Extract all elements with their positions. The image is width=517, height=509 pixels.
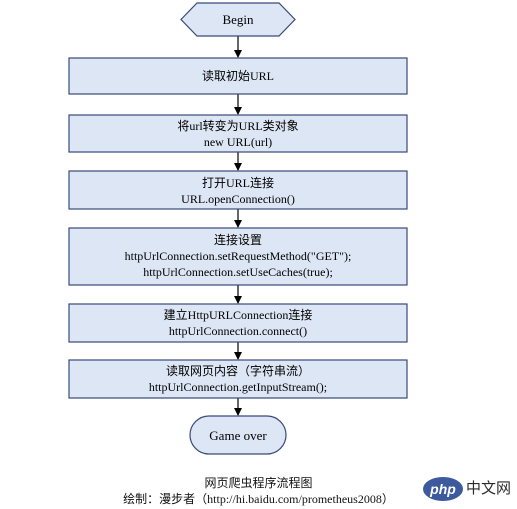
step-5-line-1: 建立HttpURLConnection连接 bbox=[164, 307, 313, 322]
process-step-5: 建立HttpURLConnection连接 httpUrlConnection.… bbox=[68, 303, 408, 343]
step-4-line-1: 连接设置 bbox=[214, 232, 262, 247]
process-step-6: 读取网页内容（字符串流） httpUrlConnection.getInputS… bbox=[68, 359, 408, 399]
step-2-line-1: 将url转变为URL类对象 bbox=[177, 118, 298, 133]
step-2-line-2: new URL(url) bbox=[204, 135, 272, 149]
php-site-badge: php 中文网 bbox=[423, 477, 511, 503]
step-3-line-2: URL.openConnection() bbox=[181, 192, 295, 206]
step-1-line-1: 读取初始URL bbox=[202, 69, 274, 83]
step-6-line-2: httpUrlConnection.getInputStream(); bbox=[149, 380, 327, 394]
start-label: Begin bbox=[222, 12, 254, 27]
step-4-line-3: httpUrlConnection.setUseCaches(true); bbox=[143, 265, 333, 279]
diagram-caption-author: 绘制：漫步者（http://hi.baidu.com/prometheus200… bbox=[123, 492, 394, 506]
step-3-line-1: 打开URL连接 bbox=[202, 175, 274, 190]
process-step-4: 连接设置 httpUrlConnection.setRequestMethod(… bbox=[68, 227, 408, 286]
process-step-2: 将url转变为URL类对象 new URL(url) bbox=[68, 114, 408, 153]
php-logo: php bbox=[423, 477, 463, 501]
step-6-line-1: 读取网页内容（字符串流） bbox=[166, 363, 310, 378]
end-node: Game over bbox=[189, 415, 287, 455]
step-5-line-2: httpUrlConnection.connect() bbox=[169, 324, 307, 338]
step-4-line-2: httpUrlConnection.setRequestMethod("GET"… bbox=[125, 249, 352, 263]
diagram-caption-title: 网页爬虫程序流程图 bbox=[204, 476, 313, 490]
process-step-1: 读取初始URL bbox=[68, 57, 408, 95]
start-node: Begin bbox=[180, 2, 296, 37]
process-step-3: 打开URL连接 URL.openConnection() bbox=[68, 170, 408, 210]
end-label: Game over bbox=[209, 428, 267, 443]
php-site-name: 中文网 bbox=[466, 480, 512, 497]
